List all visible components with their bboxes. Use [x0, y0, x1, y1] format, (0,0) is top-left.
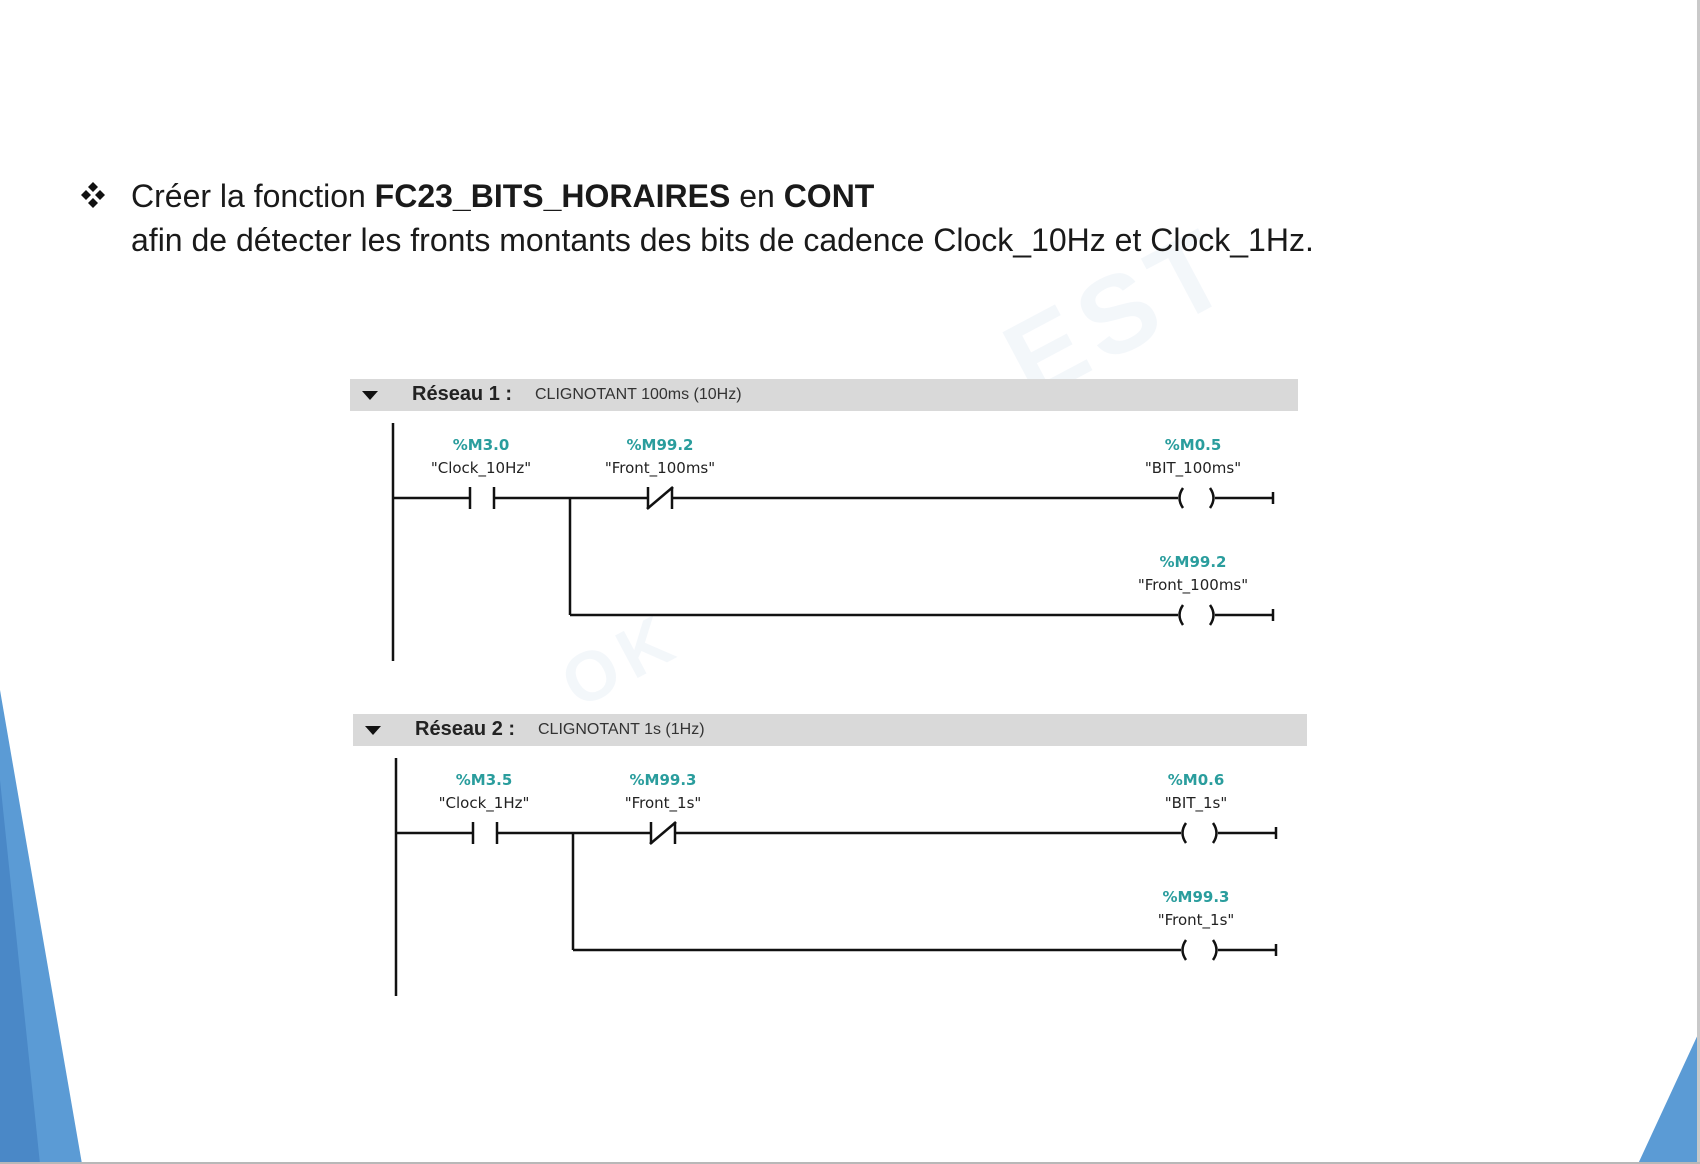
coil-left [1178, 487, 1185, 509]
network-1: Réseau 1 : CLIGNOTANT 100ms (10Hz) [350, 379, 1298, 669]
network-1-comment: CLIGNOTANT 100ms (10Hz) [535, 386, 742, 403]
instruction-mid: en [730, 178, 784, 214]
coil-right [1208, 487, 1215, 509]
contact-no-address[interactable]: %M3.5 [456, 771, 513, 789]
coil-right [1211, 822, 1218, 844]
coil-1-symbol[interactable]: "BIT_1s" [1165, 794, 1228, 813]
diamond-bullet-icon [81, 182, 105, 208]
contact-nc-symbol[interactable]: "Front_1s" [625, 794, 702, 813]
instruction-line-1: Créer la fonction FC23_BITS_HORAIRES en … [131, 176, 874, 216]
coil-left [1181, 939, 1188, 961]
network-1-title: Réseau 1 : [412, 383, 513, 405]
coil-2-symbol[interactable]: "Front_100ms" [1138, 576, 1248, 595]
contact-nc-address[interactable]: %M99.2 [627, 436, 694, 454]
contact-nc-slash [649, 821, 677, 845]
contact-nc-symbol[interactable]: "Front_100ms" [605, 459, 715, 478]
network-2-header[interactable]: Réseau 2 : CLIGNOTANT 1s (1Hz) [353, 714, 1307, 746]
contact-no-address[interactable]: %M3.0 [453, 436, 510, 454]
left-blue-triangle-shade [0, 780, 40, 1164]
contact-nc-slash [646, 486, 674, 510]
collapse-triangle-icon[interactable] [362, 391, 378, 400]
network-2-comment: CLIGNOTANT 1s (1Hz) [538, 721, 705, 738]
contact-no-symbol[interactable]: "Clock_10Hz" [431, 459, 531, 478]
coil-right [1208, 604, 1215, 626]
bottom-border [0, 1162, 1700, 1164]
contact-nc-address[interactable]: %M99.3 [630, 771, 697, 789]
right-blue-triangle [1638, 1030, 1700, 1164]
network-2-ladder: %M3.5 "Clock_1Hz" %M99.3 "Front_1s" %M0.… [394, 758, 1278, 996]
coil-2-address[interactable]: %M99.2 [1160, 553, 1227, 571]
coil-1-symbol[interactable]: "BIT_100ms" [1145, 459, 1241, 478]
network-2-title: Réseau 2 : [415, 718, 516, 740]
coil-1-address[interactable]: %M0.5 [1165, 436, 1222, 454]
coil-2-symbol[interactable]: "Front_1s" [1158, 911, 1235, 930]
right-border [1697, 0, 1700, 1164]
network-1-ladder: %M3.0 "Clock_10Hz" %M99.2 "Front_100ms" … [391, 423, 1275, 661]
coil-2-address[interactable]: %M99.3 [1163, 888, 1230, 906]
network-1-header[interactable]: Réseau 1 : CLIGNOTANT 100ms (10Hz) [350, 379, 1298, 411]
collapse-triangle-icon[interactable] [365, 726, 381, 735]
instruction-line-2: afin de détecter les fronts montants des… [131, 222, 1314, 258]
instruction-prefix: Créer la fonction [131, 178, 375, 214]
function-name: FC23_BITS_HORAIRES [374, 178, 731, 214]
coil-1-address[interactable]: %M0.6 [1168, 771, 1225, 789]
language-name: CONT [783, 178, 875, 214]
network-2: Réseau 2 : CLIGNOTANT 1s (1Hz) [353, 714, 1307, 1004]
coil-right [1211, 939, 1218, 961]
contact-no-symbol[interactable]: "Clock_1Hz" [439, 794, 530, 813]
coil-left [1178, 604, 1185, 626]
coil-left [1181, 822, 1188, 844]
